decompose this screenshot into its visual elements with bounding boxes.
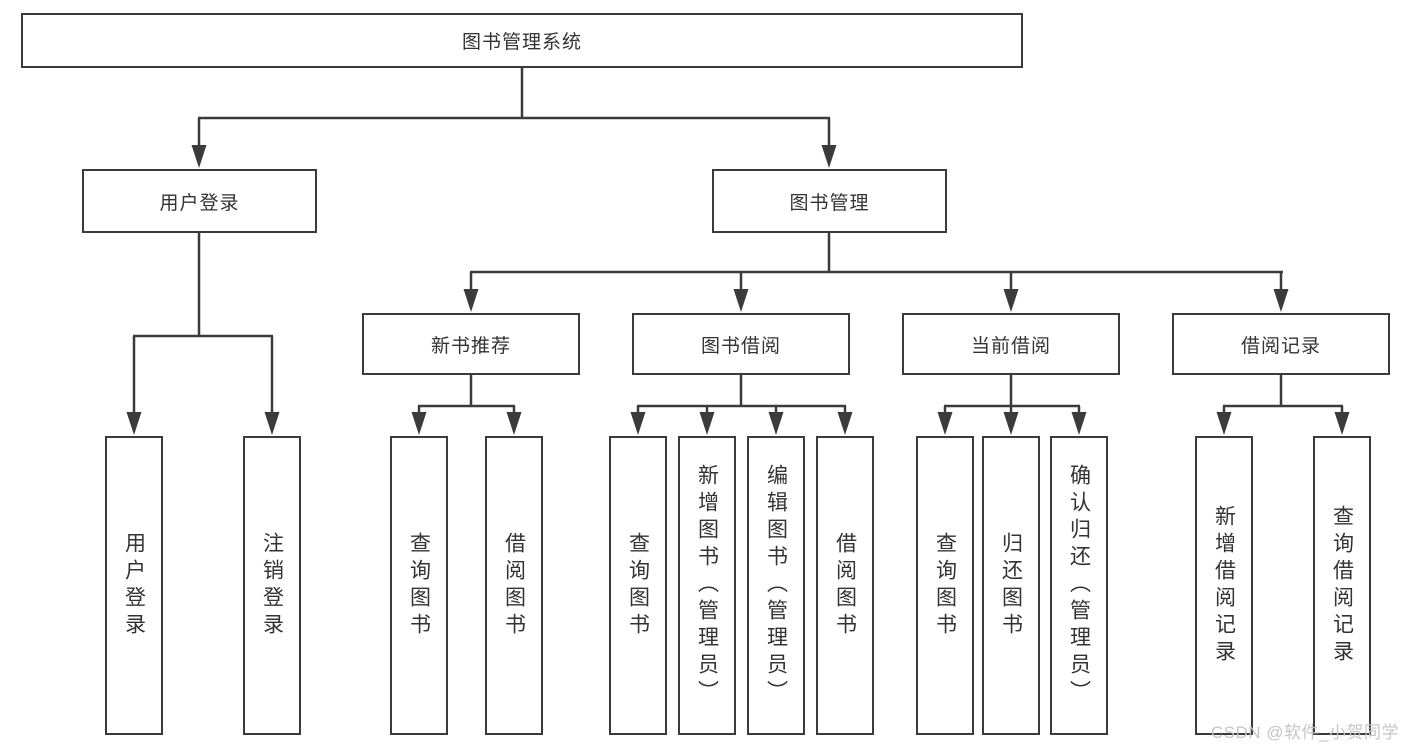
leaf-confirm-return-admin: 确认归还（管理员）: [1050, 436, 1108, 735]
node-root-label: 图书管理系统: [461, 32, 582, 53]
node-book-management-branch: 图书管理: [712, 169, 947, 233]
leaf-label: 查询借阅记录: [1330, 504, 1354, 667]
leaf-label: 归还图书: [999, 531, 1023, 640]
leaf-query-books-3: 查询图书: [916, 436, 974, 735]
leaf-edit-books-admin: 编辑图书（管理员）: [747, 436, 805, 735]
leaf-user-login: 用户登录: [105, 436, 163, 735]
node-label: 图书借阅: [700, 335, 781, 357]
leaf-label: 查询图书: [626, 531, 650, 640]
node-label: 图书管理: [789, 192, 870, 214]
leaf-logout: 注销登录: [243, 436, 301, 735]
leaf-label: 用户登录: [122, 531, 146, 640]
node-borrow-records: 借阅记录: [1172, 313, 1390, 375]
leaf-label: 确认归还（管理员）: [1067, 464, 1091, 707]
leaf-query-borrow-record: 查询借阅记录: [1313, 436, 1371, 735]
node-label: 当前借阅: [970, 335, 1051, 357]
watermark: CSDN @软件_小贺同学: [1210, 723, 1399, 742]
leaf-borrow-books-2: 借阅图书: [816, 436, 874, 735]
node-label: 借阅记录: [1240, 335, 1321, 357]
node-root: 图书管理系统: [21, 13, 1023, 68]
node-new-book-recommend: 新书推荐: [362, 313, 580, 375]
leaf-label: 借阅图书: [833, 531, 857, 640]
leaf-add-books-admin: 新增图书（管理员）: [678, 436, 736, 735]
leaf-label: 新增借阅记录: [1212, 504, 1236, 667]
leaf-label: 注销登录: [260, 531, 284, 640]
leaf-return-books: 归还图书: [982, 436, 1040, 735]
node-current-borrow: 当前借阅: [902, 313, 1120, 375]
leaf-label: 编辑图书（管理员）: [764, 464, 788, 707]
node-book-borrow: 图书借阅: [632, 313, 850, 375]
node-user-login-branch: 用户登录: [82, 169, 317, 233]
node-label: 新书推荐: [430, 335, 511, 357]
leaf-add-borrow-record: 新增借阅记录: [1195, 436, 1253, 735]
leaf-label: 借阅图书: [502, 531, 526, 640]
leaf-label: 新增图书（管理员）: [695, 464, 719, 707]
leaf-query-books-1: 查询图书: [390, 436, 448, 735]
node-label: 用户登录: [159, 192, 240, 214]
leaf-label: 查询图书: [933, 531, 957, 640]
leaf-borrow-books-1: 借阅图书: [485, 436, 543, 735]
leaf-label: 查询图书: [407, 531, 431, 640]
leaf-query-books-2: 查询图书: [609, 436, 667, 735]
